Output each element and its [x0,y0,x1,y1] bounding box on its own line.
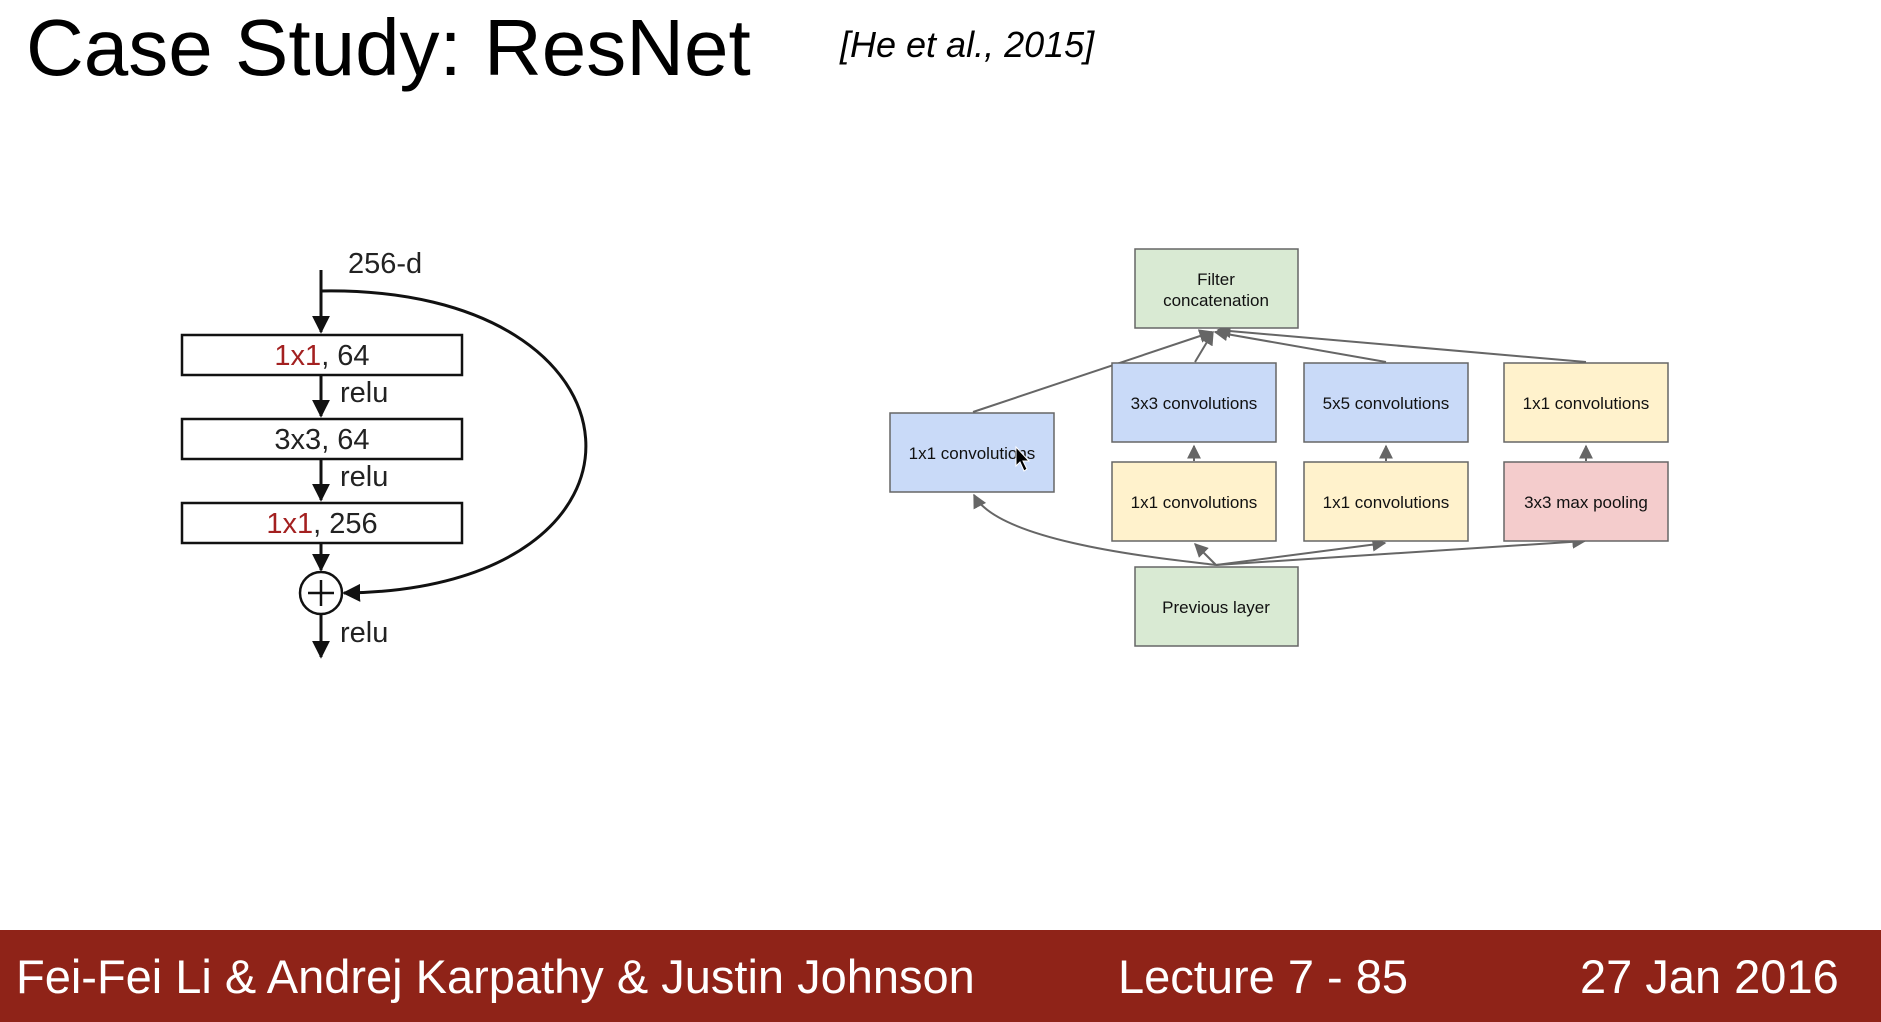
branch4-conv-1x1-label: 1x1 convolutions [1523,394,1650,413]
edge-branch4-to-concat [1216,324,1587,363]
edge-branch3-to-concat [1213,327,1387,363]
conv-layer-2-channels: , 64 [321,424,369,456]
mouse-cursor-icon [1015,445,1031,472]
edge-branch1-to-concat [972,329,1214,413]
branch1-conv-1x1-box [889,412,1055,493]
citation: [He et al., 2015] [840,24,1095,65]
footer-date: 27 Jan 2016 [1580,950,1839,1003]
inception-module-diagram: Filter concatenation 1x1 convolutions 3x… [889,248,1669,647]
conv-layer-2-label: 3x3, 64 [274,424,369,456]
previous-layer-label: Previous layer [1162,598,1270,617]
filter-concatenation-box [1134,248,1299,329]
edge-prev-to-branch2 [1194,543,1217,566]
relu-label-2: relu [340,461,388,493]
edge-branch2-to-concat [1194,330,1214,363]
branch2-conv-1x1-label: 1x1 convolutions [1131,493,1258,512]
branch3-conv-1x1-box [1303,461,1469,542]
conv-layer-1-box [180,333,464,377]
branch4-max-pooling-box [1503,461,1669,542]
edge-prev-to-branch3 [1215,537,1387,566]
identity-shortcut-arrow [320,289,588,602]
edge-prev-to-branch4 [1215,534,1587,566]
filter-concatenation-line-2: concatenation [1163,291,1269,310]
branch1-conv-1x1-label: 1x1 convolutions [909,444,1036,463]
slide-title: Case Study: ResNet [26,3,751,92]
branch3-conv-5x5-box [1303,362,1469,443]
conv-layer-3-kernel: 1x1 [266,508,313,540]
conv-layer-3-box [180,501,464,545]
relu-label-3: relu [340,617,388,649]
branch3-conv-5x5-label: 5x5 convolutions [1323,394,1450,413]
branch4-max-pooling-label: 3x3 max pooling [1524,493,1648,512]
branch2-conv-1x1-box [1111,461,1277,542]
conv-layer-1-label: 1x1, 64 [274,340,369,372]
footer-lecture: Lecture 7 - 85 [1118,950,1409,1003]
conv-layer-3-label: 1x1, 256 [266,508,377,540]
conv-layer-1-channels: , 64 [321,340,369,372]
previous-layer-box [1134,566,1299,647]
filter-concatenation-line-1: Filter [1197,270,1235,289]
branch2-conv-3x3-label: 3x3 convolutions [1131,394,1258,413]
conv-layer-3-channels: , 256 [313,508,378,540]
branch3-conv-1x1-label: 1x1 convolutions [1323,493,1450,512]
footer-bar: Fei-Fei Li & Andrej Karpathy & Justin Jo… [0,930,1881,1022]
footer-authors: Fei-Fei Li & Andrej Karpathy & Justin Jo… [16,950,975,1003]
branch4-conv-1x1-box [1503,362,1669,443]
branch2-conv-3x3-box [1111,362,1277,443]
edge-prev-to-branch1 [973,493,1217,566]
relu-label-1: relu [340,377,388,409]
input-dim-label: 256-d [348,248,422,280]
conv-layer-1-kernel: 1x1 [274,340,321,372]
conv-layer-2-kernel: 3x3 [274,424,321,456]
conv-layer-2-box [180,417,464,461]
